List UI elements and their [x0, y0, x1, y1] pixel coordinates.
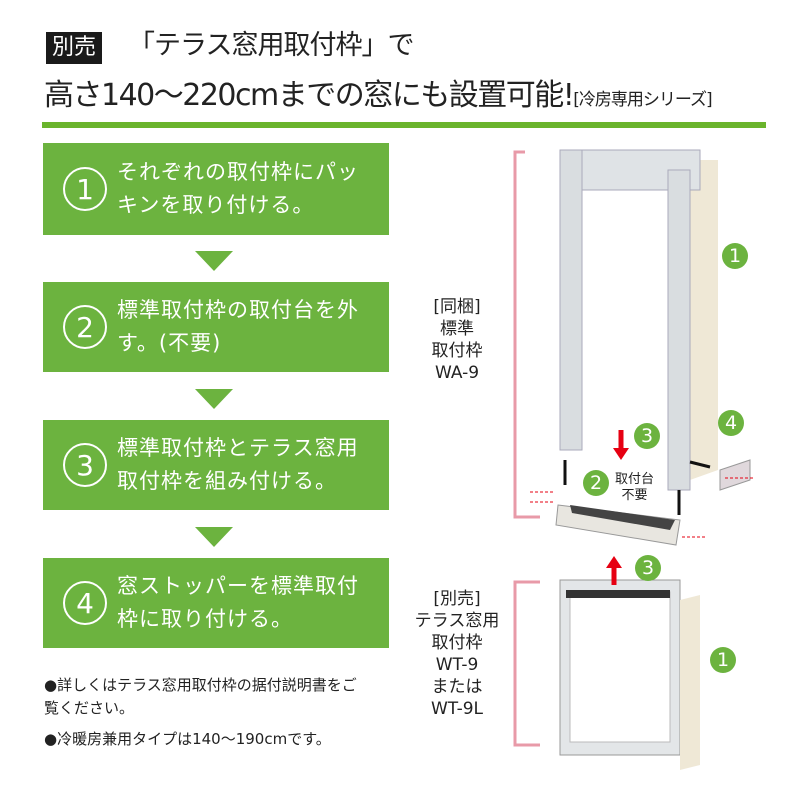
step-text: 窓ストッパーを標準取付枠に取り付ける。: [117, 574, 359, 631]
label-line: [別売]: [433, 589, 481, 609]
base-note: 取付台不要: [615, 472, 654, 504]
callout-1-lower: 1: [710, 647, 736, 673]
title-line-1: 「テラス窓用取付枠」で: [128, 30, 414, 61]
standard-frame: [559, 149, 718, 491]
title-line-2: 高さ140～220cmまでの窓にも設置可能![冷房専用シリーズ]: [44, 76, 713, 120]
callout-4: 4: [718, 410, 744, 436]
label-line: 取付枠: [431, 341, 483, 361]
stopper-plate: [719, 459, 751, 491]
label-line: WT-9L: [430, 699, 484, 719]
callout-3: 3: [634, 423, 660, 449]
step-number: 4: [63, 581, 107, 625]
down-arrow-icon: [195, 527, 233, 547]
step-text: 標準取付枠の取付台を外す。(不要): [117, 298, 359, 355]
base-note-line: 不要: [621, 488, 648, 503]
callout-2: 2: [583, 470, 609, 496]
label-line: WT-9: [435, 655, 479, 675]
lower-bracket: [513, 580, 540, 747]
screw-lines: [530, 477, 755, 538]
step-text: 標準取付枠とテラス窓用取付枠を組み付ける。: [117, 436, 359, 493]
black-arrows-icon: [563, 460, 711, 515]
label-line: テラス窓用: [414, 611, 500, 631]
label-line: WA-9: [434, 363, 480, 383]
callout-3-lower: 3: [635, 555, 661, 581]
terrace-frame: [559, 579, 700, 770]
label-line: 標準: [440, 319, 474, 339]
label-line: [同梱]: [433, 297, 481, 317]
sold-separately-badge: 別売: [46, 32, 103, 64]
upper-bracket: [513, 150, 540, 519]
label-line: 取付枠: [431, 633, 483, 653]
step-text: それぞれの取付枠にパッキンを取り付ける。: [117, 160, 359, 217]
note-1: ●詳しくはテラス窓用取付枠の据付説明書をご覧ください。: [44, 676, 357, 717]
base-plate: [555, 504, 681, 546]
step-number: 3: [63, 443, 107, 487]
note-2: ●冷暖房兼用タイプは140～190cmです。: [44, 730, 331, 748]
step-number: 1: [63, 167, 107, 211]
title-main: 高さ140～220cmまでの窓にも設置可能!: [44, 78, 575, 113]
base-note-line: 取付台: [615, 472, 655, 487]
title-series: [冷房専用シリーズ]: [573, 90, 712, 110]
callout-1: 1: [722, 243, 748, 269]
label-line: または: [431, 677, 483, 697]
divider: [42, 122, 766, 128]
step-number: 2: [63, 305, 107, 349]
down-arrow-icon: [195, 251, 233, 271]
down-arrow-icon: [195, 389, 233, 409]
